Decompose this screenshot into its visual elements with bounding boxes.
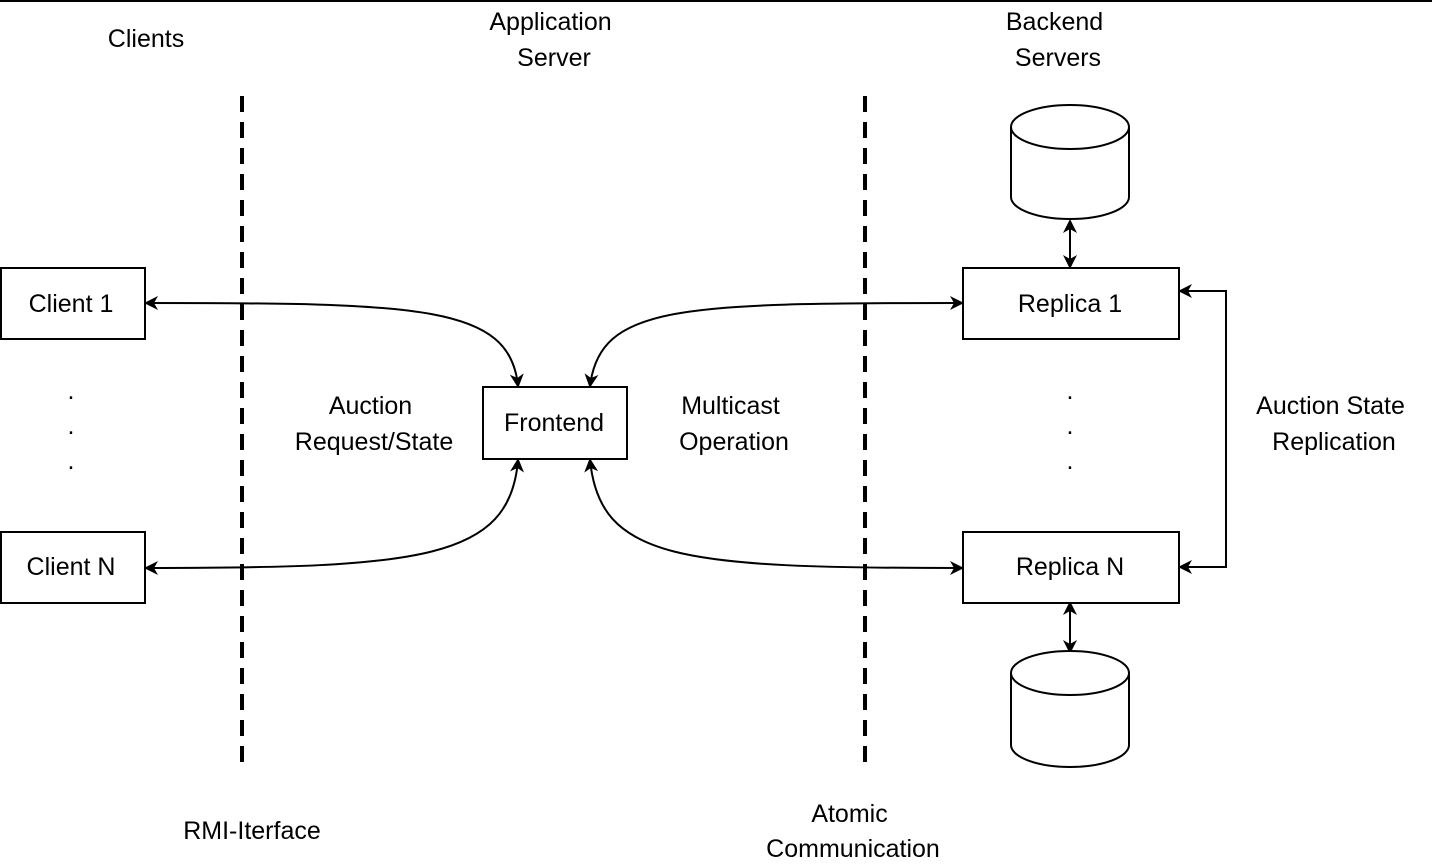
divider-label-rmi: RMI-Iterface — [183, 817, 321, 845]
database-icon-bottom — [1010, 650, 1130, 768]
node-replica-n: Replica N — [962, 531, 1180, 604]
edge-label-multicast: Multicast Operation — [679, 392, 789, 456]
edge-client1-frontend — [144, 296, 524, 388]
svg-text:.: . — [1067, 412, 1074, 440]
edge-label-auction-request: Auction Request/State — [295, 392, 453, 456]
svg-text:Replica 1: Replica 1 — [1018, 290, 1122, 318]
edge-clientn-frontend — [144, 458, 525, 575]
svg-text:.: . — [68, 447, 75, 475]
divider-label-atomic: Atomic Communication — [766, 800, 940, 863]
svg-text:Replica N: Replica N — [1016, 553, 1124, 581]
column-header-backend: Backend Servers — [1006, 8, 1110, 72]
edge-frontend-replica1 — [584, 296, 964, 388]
edge-frontend-replican — [584, 458, 964, 575]
svg-text:Client 1: Client 1 — [29, 290, 114, 318]
svg-text:.: . — [1067, 447, 1074, 475]
node-replica-1: Replica 1 — [962, 267, 1180, 340]
edge-label-replication: Auction State Replication — [1256, 392, 1412, 456]
edge-replication — [1178, 284, 1227, 574]
svg-text:Frontend: Frontend — [504, 409, 604, 437]
node-client-n: Client N — [0, 531, 146, 604]
svg-text:Client N: Client N — [27, 553, 116, 581]
node-client-1: Client 1 — [0, 267, 146, 340]
ellipsis-clients: . . . — [68, 377, 75, 475]
column-header-clients: Clients — [108, 25, 184, 53]
column-header-app-server: Application Server — [489, 8, 618, 72]
database-icon-top — [1010, 104, 1130, 220]
svg-text:.: . — [68, 377, 75, 405]
ellipsis-replicas: . . . — [1067, 377, 1074, 475]
node-frontend: Frontend — [482, 386, 628, 460]
svg-text:.: . — [68, 412, 75, 440]
svg-text:.: . — [1067, 377, 1074, 405]
